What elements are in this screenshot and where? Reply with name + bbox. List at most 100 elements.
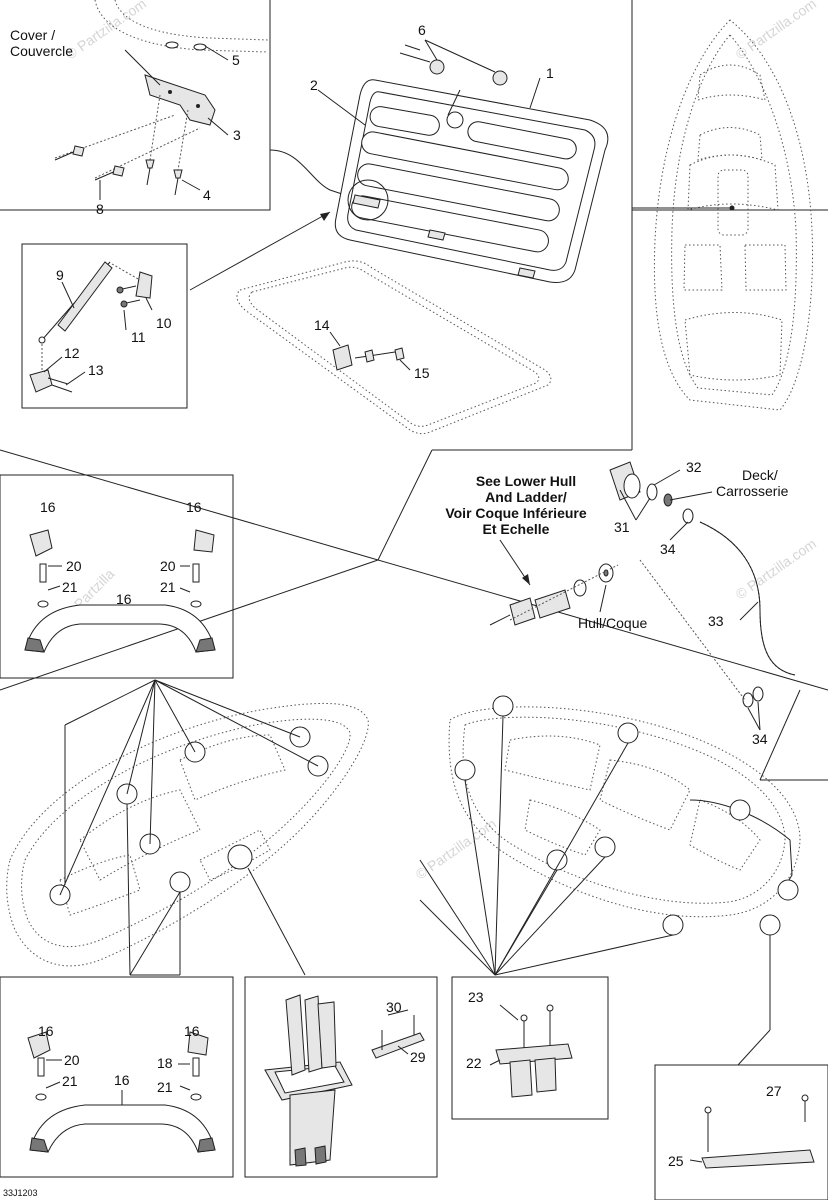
callout-14: 14 [314, 317, 330, 333]
callout-31: 31 [614, 519, 630, 535]
callout-34-a: 34 [660, 541, 676, 557]
hose-clamp [682, 508, 694, 524]
deck-hose-route [689, 799, 793, 896]
callout-16-d: 16 [38, 1023, 54, 1039]
hinge-bracket [144, 74, 216, 126]
callout-21-a: 21 [62, 579, 78, 595]
throttle-lever [285, 994, 306, 1076]
storage-opening: 14 15 [236, 260, 552, 435]
watermark-5: © Partzilla.com [733, 535, 819, 602]
callout-16-f: 16 [114, 1072, 130, 1088]
grab-handle-frame-upper [0, 474, 234, 679]
diagram-code: 33J1203 [3, 1188, 38, 1198]
deck-right-view [419, 695, 801, 1066]
handle-washer [37, 600, 49, 608]
callout-21-d: 21 [157, 1079, 173, 1095]
gas-spring-frame [21, 243, 188, 409]
trim-strip [701, 1149, 815, 1169]
fastener [429, 59, 445, 75]
opening-outline [236, 260, 552, 435]
callout-8: 8 [96, 201, 104, 217]
callout-23: 23 [468, 989, 484, 1005]
cleat-detail: 23 22 [451, 976, 609, 1120]
mount-plate [371, 1032, 425, 1059]
storage-lid: 6 1 2 [189, 22, 609, 291]
callout-13: 13 [88, 362, 104, 378]
callout-34-b: 34 [752, 731, 768, 747]
callout-18: 18 [157, 1055, 173, 1071]
callout-15: 15 [414, 365, 430, 381]
deck-label-en: Deck/ [742, 467, 778, 483]
cover-label-fr: Couvercle [10, 43, 73, 59]
callout-12: 12 [64, 345, 80, 361]
callout-5: 5 [232, 52, 240, 68]
callout-27: 27 [766, 1083, 782, 1099]
callout-1: 1 [546, 65, 554, 81]
callout-33: 33 [708, 613, 724, 629]
grab-handle-detail-upper: 16 16 20 20 21 21 16 [0, 474, 234, 679]
callout-25: 25 [668, 1153, 684, 1169]
deck-label-fr: Carrosserie [716, 483, 789, 499]
handle-screw [39, 563, 47, 583]
callout-16-b: 16 [186, 499, 202, 515]
callout-2: 2 [310, 77, 318, 93]
watermark-4: © Partzilla.com [413, 815, 499, 882]
callout-20-c: 20 [64, 1052, 80, 1068]
watermark-1: © Partzilla.com [63, 0, 149, 62]
cleat-frame [451, 976, 609, 1120]
washer [165, 41, 179, 49]
callout-16-c: 16 [116, 591, 132, 607]
callout-9: 9 [56, 267, 64, 283]
callout-21-c: 21 [62, 1073, 78, 1089]
drain-hose-assembly: See Lower Hull And Ladder/ Voir Coque In… [445, 459, 796, 747]
deck-left-outline [6, 702, 369, 967]
handle-cap [29, 529, 53, 557]
callout-16-e: 16 [184, 1023, 200, 1039]
callout-29: 29 [410, 1049, 426, 1065]
see-lower-hull-line4: Et Echelle [483, 521, 550, 537]
upper-bracket [135, 271, 153, 299]
cover-hinge-detail: Cover / Couvercle 5 3 4 8 [0, 0, 361, 217]
grab-handle-frame-lower [0, 976, 234, 1178]
deck-left-view [6, 679, 369, 976]
gas-spring-detail: 9 10 11 12 13 [21, 243, 188, 409]
cover-outline [94, 0, 269, 53]
trim-strip-frame [654, 1064, 828, 1200]
see-lower-hull-line1: See Lower Hull [476, 473, 576, 489]
throttle-frame [244, 976, 438, 1178]
cover-detail-frame [0, 0, 271, 211]
gas-spring [57, 261, 113, 332]
watermark-3: © Partzilla.com [733, 0, 819, 62]
boat-top-view [631, 0, 828, 450]
lower-bracket [29, 369, 53, 393]
callout-20-a: 20 [66, 558, 82, 574]
see-lower-hull-line2: And Ladder/ [485, 489, 567, 505]
callout-11: 11 [131, 329, 146, 345]
callout-20-b: 20 [160, 558, 176, 574]
hull-fitting [509, 597, 536, 626]
callout-32: 32 [686, 459, 702, 475]
rivet [145, 159, 155, 169]
callout-30: 30 [386, 999, 402, 1015]
cleat [495, 1043, 573, 1065]
hull-outline [653, 19, 813, 411]
cover-label-en: Cover / [10, 27, 55, 43]
callout-22: 22 [466, 1055, 482, 1071]
deck-washer [646, 483, 658, 501]
callout-4: 4 [203, 187, 211, 203]
callout-21-b: 21 [160, 579, 176, 595]
grab-handle-detail-lower: 16 16 20 18 21 21 16 [0, 976, 234, 1178]
trim-strip-detail: 27 25 [654, 1064, 828, 1200]
callout-10: 10 [156, 315, 172, 331]
throttle-detail: 30 29 [244, 976, 438, 1178]
hull-label: Hull/Coque [578, 615, 647, 631]
grab-handle [24, 604, 216, 653]
callout-3: 3 [233, 127, 241, 143]
see-lower-hull-line3: Voir Coque Inférieure [445, 505, 587, 521]
callout-16-a: 16 [40, 499, 56, 515]
callout-6: 6 [418, 22, 426, 38]
drain-hose [699, 521, 796, 676]
latch [332, 344, 353, 371]
lid-slot [369, 106, 440, 136]
